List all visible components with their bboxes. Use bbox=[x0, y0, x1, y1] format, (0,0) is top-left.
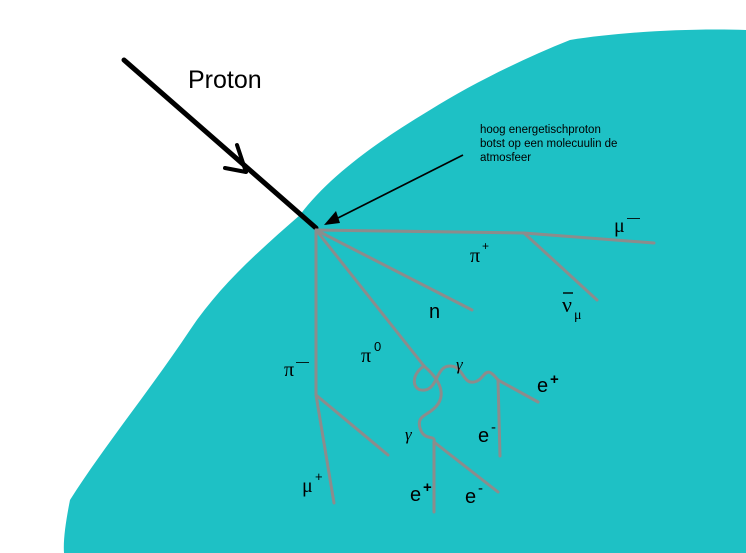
annotation-line-3: atmosfeer bbox=[480, 152, 531, 164]
mu-minus-superscript: — bbox=[627, 210, 640, 225]
neutrino-track-from-pi-minus bbox=[314, 393, 390, 457]
pi-plus-superscript: + bbox=[482, 239, 489, 253]
gamma-2-wave bbox=[417, 364, 443, 444]
pi-zero-superscript: 0 bbox=[374, 339, 381, 354]
e-minus-2-superscript: - bbox=[478, 480, 483, 497]
proton-label: Proton bbox=[188, 66, 262, 94]
e-plus-1-superscript: + bbox=[550, 371, 559, 388]
e-minus-1-track bbox=[496, 378, 502, 458]
proton-track bbox=[121, 57, 319, 231]
gamma-2-label: γ bbox=[405, 425, 413, 444]
pi-minus-label: π bbox=[284, 359, 294, 381]
proton-direction-arrow bbox=[223, 143, 248, 174]
neutron-track bbox=[314, 228, 474, 312]
e-plus-1-label: e bbox=[537, 375, 548, 397]
e-minus-2-track bbox=[432, 440, 500, 494]
e-plus-2-superscript: + bbox=[423, 479, 432, 496]
gamma-1-label: γ bbox=[456, 355, 464, 374]
gamma-1-wave bbox=[412, 364, 500, 392]
mu-plus-track bbox=[314, 393, 336, 505]
e-minus-2-label: e bbox=[465, 486, 476, 508]
e-minus-1-superscript: - bbox=[491, 419, 496, 436]
pi-zero-label: π bbox=[361, 345, 371, 367]
mu-minus-label: μ bbox=[614, 215, 625, 237]
pi-zero-track bbox=[314, 228, 426, 368]
e-minus-1-label: e bbox=[478, 425, 489, 447]
atmosphere-region bbox=[63, 29, 746, 553]
annotation-pointer-arrowhead bbox=[324, 211, 340, 225]
neutron-label: n bbox=[429, 301, 440, 323]
pi-minus-superscript: — bbox=[296, 354, 309, 369]
mu-plus-superscript: + bbox=[315, 469, 323, 484]
nu-mu-track bbox=[522, 231, 599, 302]
pi-plus-label: π bbox=[470, 245, 480, 267]
nu-mu-label: ν bbox=[562, 292, 572, 317]
e-plus-2-label: e bbox=[410, 484, 421, 506]
annotation-line-1: hoog energetischproton bbox=[480, 124, 601, 136]
shower-tracks bbox=[314, 228, 656, 514]
annotation-line-2: botst op een molecuulin de bbox=[480, 138, 617, 150]
mu-plus-label: μ bbox=[302, 475, 313, 497]
nu-mu-subscript: μ bbox=[574, 308, 582, 323]
annotation-pointer-line bbox=[325, 154, 464, 225]
e-plus-1-track bbox=[496, 378, 540, 404]
